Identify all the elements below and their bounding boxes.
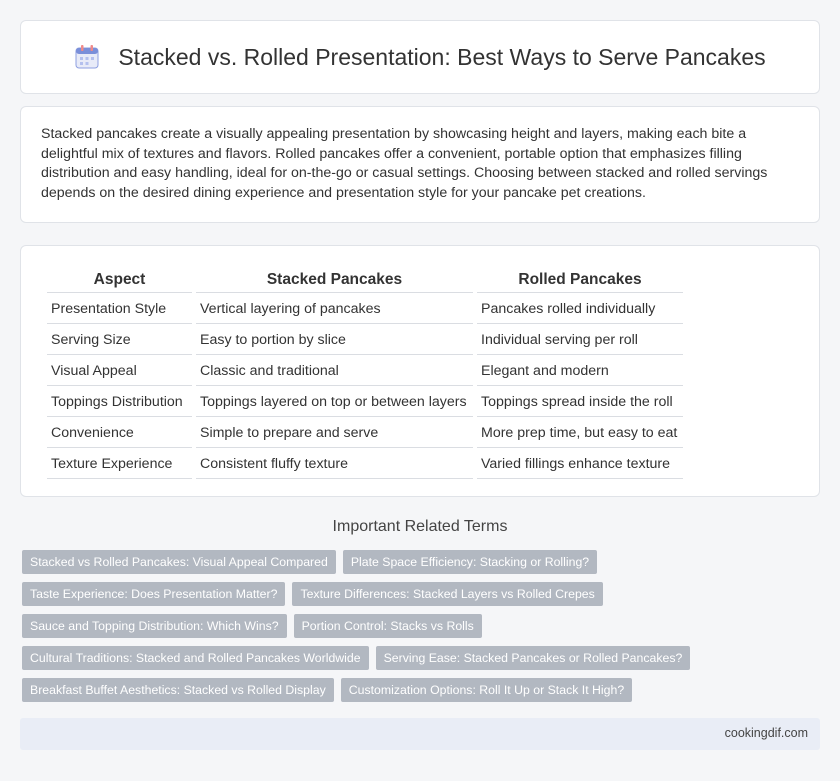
table-cell: Presentation Style <box>47 295 192 324</box>
intro-card: Stacked pancakes create a visually appea… <box>20 106 820 223</box>
table-cell: Easy to portion by slice <box>196 326 473 355</box>
table-cell: Individual serving per roll <box>477 326 683 355</box>
table-cell: Texture Experience <box>47 450 192 479</box>
table-row: Serving Size Easy to portion by slice In… <box>47 326 683 355</box>
footer-site-name[interactable]: cookingdif.com <box>724 726 808 740</box>
table-cell: Simple to prepare and serve <box>196 419 473 448</box>
related-term-tag[interactable]: Plate Space Efficiency: Stacking or Roll… <box>342 550 598 574</box>
table-cell: Toppings Distribution <box>47 388 192 417</box>
table-cell: Convenience <box>47 419 192 448</box>
header-stacked: Stacked Pancakes <box>196 268 473 293</box>
table-row: Presentation Style Vertical layering of … <box>47 295 683 324</box>
related-term-tag[interactable]: Breakfast Buffet Aesthetics: Stacked vs … <box>22 678 334 702</box>
table-cell: Pancakes rolled individually <box>477 295 683 324</box>
table-header-row: Aspect Stacked Pancakes Rolled Pancakes <box>47 268 683 293</box>
title-card: Stacked vs. Rolled Presentation: Best Wa… <box>20 20 820 94</box>
related-term-tag[interactable]: Sauce and Topping Distribution: Which Wi… <box>22 614 287 638</box>
table-cell: Serving Size <box>47 326 192 355</box>
calendar-icon <box>74 44 100 70</box>
related-term-tag[interactable]: Stacked vs Rolled Pancakes: Visual Appea… <box>22 550 336 574</box>
table-cell: Visual Appeal <box>47 357 192 386</box>
table-cell: Toppings spread inside the roll <box>477 388 683 417</box>
related-term-tag[interactable]: Serving Ease: Stacked Pancakes or Rolled… <box>375 646 691 670</box>
table-cell: More prep time, but easy to eat <box>477 419 683 448</box>
table-row: Texture Experience Consistent fluffy tex… <box>47 450 683 479</box>
table-row: Convenience Simple to prepare and serve … <box>47 419 683 448</box>
table-row: Visual Appeal Classic and traditional El… <box>47 357 683 386</box>
table-cell: Vertical layering of pancakes <box>196 295 473 324</box>
related-terms-title: Important Related Terms <box>332 518 508 535</box>
table-cell: Elegant and modern <box>477 357 683 386</box>
header-aspect: Aspect <box>47 268 192 293</box>
related-term-tag[interactable]: Taste Experience: Does Presentation Matt… <box>22 582 286 606</box>
intro-paragraph: Stacked pancakes create a visually appea… <box>41 126 768 201</box>
table-row: Toppings Distribution Toppings layered o… <box>47 388 683 417</box>
comparison-table: Aspect Stacked Pancakes Rolled Pancakes … <box>43 266 687 481</box>
table-cell: Toppings layered on top or between layer… <box>196 388 473 417</box>
page-title: Stacked vs. Rolled Presentation: Best Wa… <box>118 43 766 70</box>
related-term-tag[interactable]: Cultural Traditions: Stacked and Rolled … <box>22 646 369 670</box>
related-term-tag[interactable]: Portion Control: Stacks vs Rolls <box>293 614 482 638</box>
table-cell: Classic and traditional <box>196 357 473 386</box>
footer: cookingdif.com <box>20 718 820 750</box>
header-rolled: Rolled Pancakes <box>477 268 683 293</box>
table-cell: Consistent fluffy texture <box>196 450 473 479</box>
comparison-table-card: Aspect Stacked Pancakes Rolled Pancakes … <box>20 245 820 497</box>
related-terms-list: Stacked vs Rolled Pancakes: Visual Appea… <box>22 550 822 702</box>
related-term-tag[interactable]: Customization Options: Roll It Up or Sta… <box>340 678 633 702</box>
table-cell: Varied fillings enhance texture <box>477 450 683 479</box>
related-term-tag[interactable]: Texture Differences: Stacked Layers vs R… <box>292 582 603 606</box>
